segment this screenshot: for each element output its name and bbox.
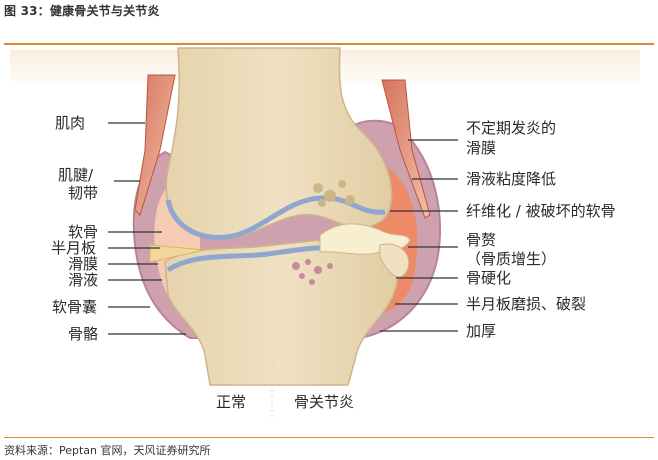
muscle-right (381, 79, 431, 219)
label-normal: 正常 (216, 393, 246, 411)
label-cartilage: 软骨 (68, 223, 98, 241)
label-inflamed-synovium-2: 滑膜 (466, 139, 496, 157)
label-inflamed-synovium-1: 不定期发炎的 (466, 119, 556, 137)
femur-sclerosis-spots (313, 180, 355, 207)
tibia-sclerosis-spots (292, 259, 333, 285)
tibia-bone (164, 238, 399, 386)
figure-title: 图 33：健康骨关节与关节炎 (4, 4, 160, 18)
label-synovial-fluid: 滑液 (68, 271, 98, 289)
label-fluid-viscosity: 滑液粘度降低 (466, 170, 556, 188)
osteophyte (379, 243, 410, 278)
label-osteoarthritis: 骨关节炎 (294, 393, 354, 411)
label-sclerosis: 骨硬化 (466, 269, 511, 287)
muscle-left (134, 74, 176, 216)
label-thickening: 加厚 (466, 322, 496, 340)
label-meniscus-tear: 半月板磨损、破裂 (466, 295, 586, 313)
label-synovium: 滑膜 (68, 255, 98, 273)
label-joint-capsule: 软骨囊 (52, 298, 97, 316)
bottom-rule (4, 437, 654, 438)
label-tendon-1: 肌腱/ (58, 166, 94, 184)
source-note: 资料来源：Peptan 官网，天风证券研究所 (4, 444, 211, 457)
label-tendon-2: 韧带 (68, 184, 98, 202)
meniscus-left (149, 244, 206, 263)
label-osteophyte: 骨赘 (466, 231, 496, 249)
label-meniscus: 半月板 (51, 239, 96, 257)
label-damaged-cartilage: 纤维化 / 被破坏的软骨 (466, 202, 616, 220)
femur-bone (165, 47, 393, 239)
top-rule (4, 43, 654, 45)
label-muscle: 肌肉 (55, 114, 85, 132)
label-bone: 骨骼 (68, 325, 98, 343)
label-bone-spur: （骨质增生） (466, 250, 556, 268)
